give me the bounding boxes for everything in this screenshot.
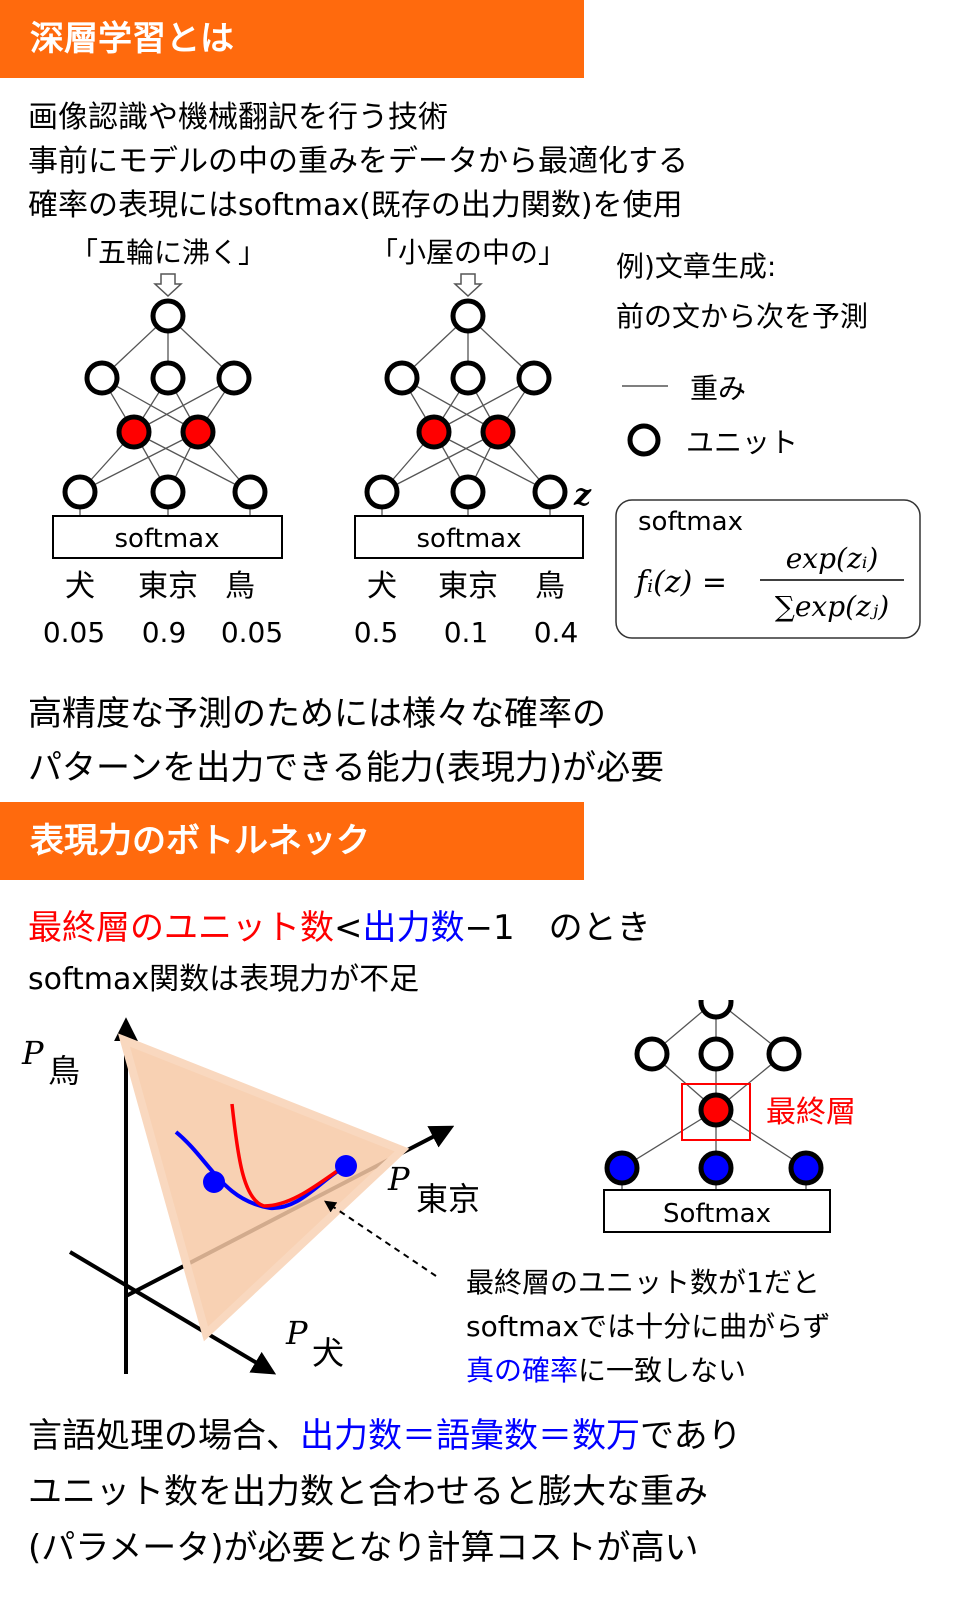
- annotation-line-3-rest: に一致しない: [578, 1354, 746, 1387]
- softmax-box-bottleneck: [603, 1189, 831, 1233]
- output-bird-left: 鳥: [225, 569, 255, 604]
- output-bird-right: 鳥: [535, 569, 565, 604]
- conclusion-line-1: 高精度な予測のためには様々な確率の: [28, 694, 606, 734]
- annotation-line-2: softmaxでは十分に曲がらず: [466, 1310, 831, 1343]
- unit-circle-icon: [627, 423, 661, 457]
- example-line-1: 例)文章生成:: [616, 250, 776, 283]
- axis-label-p-bird: P: [21, 1034, 44, 1072]
- softmax-label-bottleneck: Softmax: [663, 1199, 771, 1229]
- formula-title: softmax: [638, 507, 743, 537]
- network-left: 「五輪に沸く」 softmax 犬 東京 鳥 0.05 0.9 0.05: [43, 236, 283, 649]
- network-left-input: 「五輪に沸く」: [70, 236, 266, 269]
- probability-simplex: [117, 1033, 410, 1342]
- axis-label-p-tokyo: P: [387, 1160, 410, 1198]
- bottom-line-1-blue: 出力数＝語彙数＝数万: [300, 1416, 640, 1456]
- axis-dog: [68, 1250, 277, 1375]
- prob-bird-right: 0.4: [534, 616, 579, 649]
- bottom-line-3: (パラメータ)が必要となり計算コストが高い: [28, 1528, 699, 1568]
- prob-dog-left: 0.05: [43, 616, 105, 649]
- annotation-line-3: 真の確率に一致しない: [466, 1354, 746, 1387]
- annotation-line-3-blue: 真の確率: [466, 1354, 578, 1387]
- axis-label-tokyo: 東京: [416, 1180, 480, 1218]
- softmax-formula-box: softmax fᵢ(z) = exp(zᵢ) ∑exp(zⱼ): [615, 499, 921, 639]
- z-label: z: [573, 478, 592, 513]
- insufficiency-line: softmax関数は表現力が不足: [28, 962, 420, 997]
- intro-line-3: 確率の表現にはsoftmax(既存の出力関数)を使用: [28, 188, 683, 223]
- axis-label-bird: 鳥: [48, 1052, 80, 1090]
- intro-line-1: 画像認識や機械翻訳を行う技術: [28, 100, 448, 135]
- section-header-deep-learning: 深層学習とは: [0, 0, 584, 78]
- legend-unit: ユニット: [686, 426, 798, 459]
- output-dog-right: 犬: [367, 569, 397, 604]
- prob-tokyo-left: 0.9: [142, 616, 187, 649]
- prob-dog-right: 0.5: [354, 616, 399, 649]
- output-tokyo-left: 東京: [138, 569, 198, 604]
- true-point-2: [335, 1155, 357, 1177]
- simplex-diagram: P 鳥 P 東京 P 犬 最終層 Softmax 最終層のユニット数が1だと s…: [21, 1000, 856, 1387]
- output-tokyo-right: 東京: [438, 569, 498, 604]
- final-layer-highlight: [681, 1083, 751, 1141]
- axis-label-dog: 犬: [312, 1334, 344, 1372]
- formula-numerator: exp(zᵢ): [786, 542, 879, 575]
- down-arrow-icon: [153, 273, 183, 298]
- prob-tokyo-right: 0.1: [444, 616, 489, 649]
- legend: 重み ユニット: [622, 372, 798, 459]
- network-bottleneck: 最終層 Softmax: [603, 1000, 856, 1233]
- conclusion-line-2: パターンを出力できる能力(表現力)が必要: [28, 748, 665, 788]
- annotation-line-1: 最終層のユニット数が1だと: [466, 1266, 820, 1299]
- true-point-1: [203, 1171, 225, 1193]
- condition-blue: 出力数: [362, 908, 465, 948]
- example-line-2: 前の文から次を予測: [616, 300, 868, 333]
- bottom-line-1-start: 言語処理の場合、: [28, 1416, 300, 1456]
- prob-bird-left: 0.05: [221, 616, 283, 649]
- axis-label-p-dog: P: [285, 1314, 308, 1352]
- condition-line: 最終層のユニット数<出力数−1 のとき: [28, 900, 651, 949]
- legend-weight: 重み: [690, 372, 746, 405]
- softmax-box-left: [52, 515, 283, 559]
- condition-lt: <: [334, 908, 363, 948]
- softmax-box-right: [354, 515, 584, 559]
- final-layer-label: 最終層: [766, 1095, 856, 1130]
- annotation-arrow: [324, 1200, 437, 1277]
- output-dog-left: 犬: [65, 569, 95, 604]
- bottom-line-1-end: であり: [640, 1416, 742, 1456]
- formula-lhs: fᵢ(z) =: [634, 565, 727, 600]
- network-diagrams: 「五輪に沸く」 softmax 犬 東京 鳥 0.05 0.9 0.05 「小屋…: [43, 236, 921, 649]
- condition-red: 最終層のユニット数: [28, 908, 334, 948]
- softmax-curve: [230, 1103, 351, 1208]
- down-arrow-icon: [453, 273, 483, 298]
- section-header-bottleneck: 表現力のボトルネック: [0, 802, 584, 880]
- bottom-line-2: ユニット数を出力数と合わせると膨大な重み: [28, 1472, 708, 1512]
- softmax-label-left: softmax: [115, 524, 220, 554]
- bottom-line-1: 言語処理の場合、出力数＝語彙数＝数万であり: [28, 1408, 742, 1457]
- network-right-input: 「小屋の中の」: [370, 236, 566, 269]
- intro-line-2: 事前にモデルの中の重みをデータから最適化する: [28, 144, 688, 179]
- softmax-label-right: softmax: [417, 524, 522, 554]
- network-right: 「小屋の中の」 z softmax 犬 東京 鳥 0.5 0.1 0.4: [354, 236, 592, 649]
- condition-tail: −1 のとき: [464, 908, 651, 948]
- formula-denominator: ∑exp(zⱼ): [775, 590, 889, 623]
